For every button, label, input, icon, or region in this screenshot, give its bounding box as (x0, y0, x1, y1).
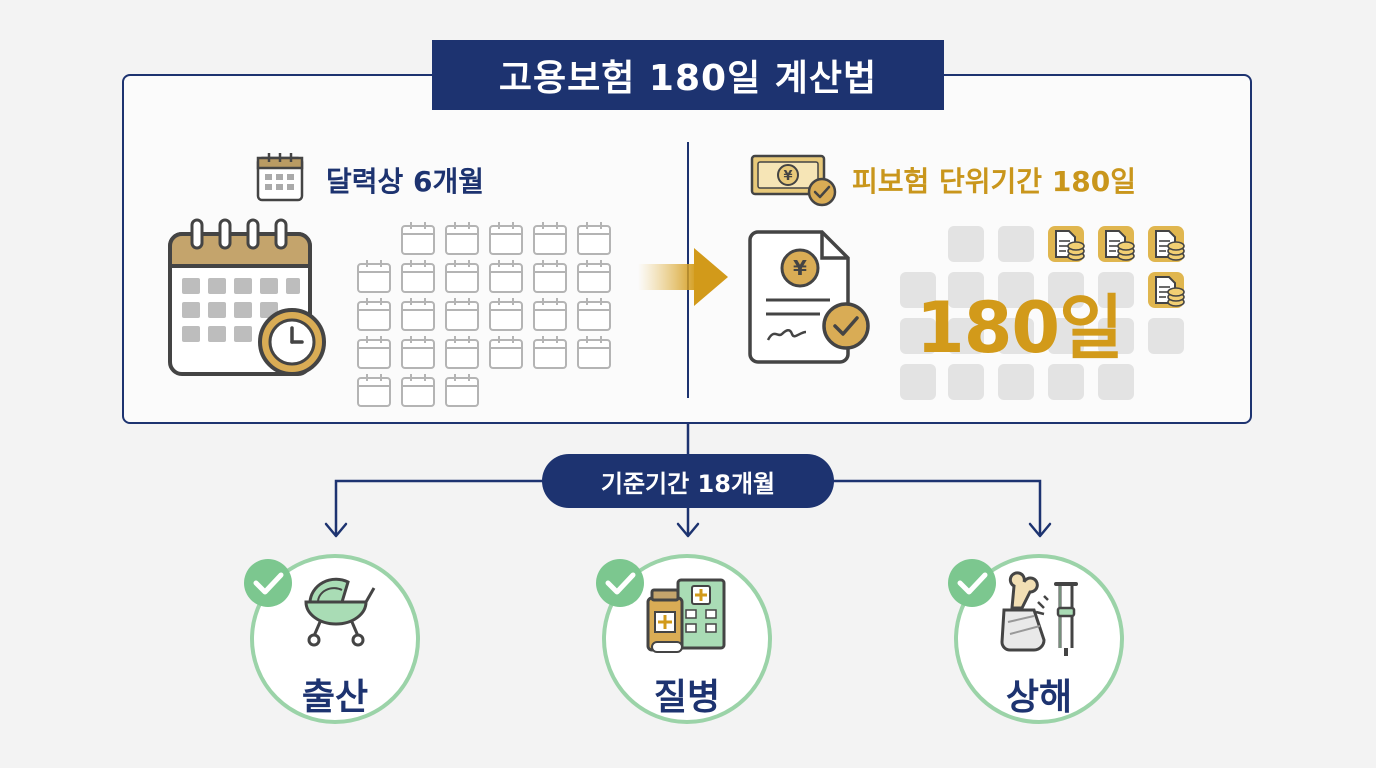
day-squares-grid (900, 226, 1184, 400)
calendar-clock-icon (168, 218, 326, 376)
month-calendars-grid (357, 222, 611, 407)
mini-calendar-icon (445, 374, 479, 407)
connector-lines (334, 424, 1042, 534)
mini-calendar-icon (489, 260, 523, 293)
day-square (998, 364, 1034, 400)
day-square (900, 364, 936, 400)
day-square (948, 272, 984, 308)
document-coins-icon (1048, 226, 1085, 262)
day-square (948, 226, 984, 262)
day-square (1098, 318, 1134, 354)
category-label-injury: 상해 (1005, 677, 1073, 718)
mini-calendar-icon (577, 260, 611, 293)
mini-calendar-icon (489, 222, 523, 255)
insured-period-heading: 피보험 단위기간 180일 (852, 165, 1137, 198)
day-square (1048, 364, 1084, 400)
mini-calendar-icon (533, 222, 567, 255)
mini-calendar-icon (357, 374, 391, 407)
mini-calendar-icon (489, 336, 523, 369)
svg-text:¥: ¥ (793, 256, 807, 280)
mini-calendar-icon (533, 298, 567, 331)
page-title: 고용보험 180일 계산법 (432, 40, 944, 110)
coin-documents-group (1048, 226, 1185, 308)
mini-calendar-icon (357, 260, 391, 293)
svg-text:¥: ¥ (783, 169, 792, 184)
check-badge-icon (948, 559, 996, 607)
reference-period-pill: 기준기간 18개월 (542, 454, 834, 508)
day-square (1048, 272, 1084, 308)
day-square (998, 272, 1034, 308)
day-square (998, 318, 1034, 354)
mini-calendar-icon (489, 298, 523, 331)
mini-calendar-icon (445, 222, 479, 255)
bone-crutch-icon (1000, 571, 1078, 656)
mini-calendar-icon (533, 336, 567, 369)
day-square (998, 226, 1034, 262)
mini-calendar-icon (357, 298, 391, 331)
mini-calendar-icon (445, 260, 479, 293)
mini-calendar-icon (401, 260, 435, 293)
right-arrow-icon (638, 248, 728, 306)
big-180-days: 180일 (916, 287, 1124, 369)
document-coins-icon (1148, 226, 1185, 262)
day-square (1098, 272, 1134, 308)
medicine-hospital-icon (646, 578, 726, 653)
mini-calendar-icon (577, 222, 611, 255)
money-check-icon: ¥ (750, 154, 837, 207)
mini-calendar-icon (533, 260, 567, 293)
day-square (900, 272, 936, 308)
day-square (1098, 364, 1134, 400)
document-coins-icon (1148, 272, 1185, 308)
day-square (1048, 318, 1084, 354)
day-square (900, 318, 936, 354)
day-square (1148, 318, 1184, 354)
baby-stroller-icon (304, 577, 376, 647)
mini-calendar-icon (445, 298, 479, 331)
mini-calendar-icon (445, 336, 479, 369)
mini-calendar-icon (401, 298, 435, 331)
day-square (948, 318, 984, 354)
mini-calendar-icon (401, 336, 435, 369)
document-coins-icon (1098, 226, 1135, 262)
category-label-illness: 질병 (653, 677, 721, 718)
yen-document-icon: ¥ (748, 230, 870, 364)
category-label-birth: 출산 (301, 677, 369, 718)
check-badge-icon (244, 559, 292, 607)
mini-calendar-icon (577, 298, 611, 331)
day-square (948, 364, 984, 400)
connector-arrowheads (324, 522, 1052, 538)
mini-calendar-icon (577, 336, 611, 369)
mini-calendar-icon (401, 374, 435, 407)
mini-calendar-icon (401, 222, 435, 255)
calendar-months-heading: 달력상 6개월 (326, 165, 485, 198)
mini-calendar-icon (357, 336, 391, 369)
check-badge-icon (596, 559, 644, 607)
small-calendar-icon (256, 153, 304, 202)
